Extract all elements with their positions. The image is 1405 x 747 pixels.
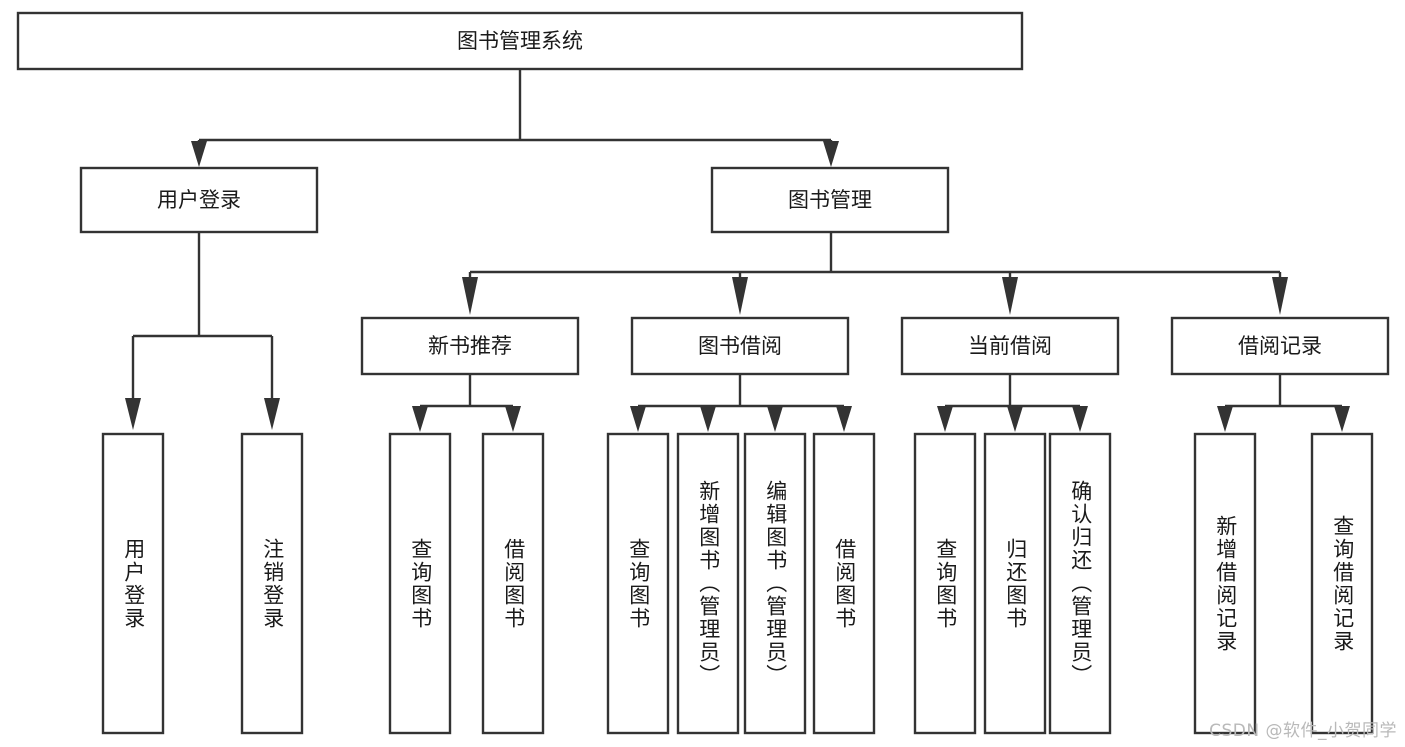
csdn-watermark: CSDN @软件_小贺同学 xyxy=(1209,721,1397,741)
node-borrow-record[interactable]: 借阅记录 xyxy=(1170,316,1390,376)
leaf-query-book-2-box[interactable] xyxy=(606,432,670,735)
node-borrow-record-box[interactable] xyxy=(1170,316,1390,376)
arrowhead-leaf-edit-book xyxy=(767,406,783,432)
leaf-boxes xyxy=(101,432,1374,735)
node-user-login[interactable]: 用户登录 xyxy=(79,166,319,234)
edge-group-borrow-record xyxy=(1217,374,1350,432)
node-new-book-recommend-label: 新书推荐 xyxy=(428,334,512,358)
edge-group-new-book-recommend xyxy=(412,374,521,432)
arrowhead-leaf-add-book xyxy=(700,406,716,432)
edge-group-user-login xyxy=(125,232,280,430)
edge-group-current-borrow xyxy=(937,374,1088,432)
node-new-book-recommend[interactable]: 新书推荐 xyxy=(360,316,580,376)
arrowhead-leaf-borrow-book-1 xyxy=(505,406,521,432)
arrowhead-leaf-borrow-book-2 xyxy=(836,406,852,432)
node-book-borrow-box[interactable] xyxy=(630,316,850,376)
edge-group-book-borrow xyxy=(630,374,852,432)
arrowhead-book-manage xyxy=(823,141,839,167)
arrowhead-leaf-logout xyxy=(264,398,280,430)
arrowhead-leaf-confirm-return xyxy=(1072,406,1088,432)
arrowhead-leaf-return-book xyxy=(1007,406,1023,432)
arrowhead-new-book-recommend xyxy=(462,277,478,315)
leaf-user-login-box[interactable] xyxy=(101,432,165,735)
edge-group-book-manage xyxy=(462,232,1288,315)
arrowhead-leaf-query-book-1 xyxy=(412,406,428,432)
node-root[interactable]: 图书管理系统 xyxy=(16,11,1024,71)
node-current-borrow-box[interactable] xyxy=(900,316,1120,376)
node-root-box[interactable] xyxy=(16,11,1024,71)
node-book-manage-label: 图书管理 xyxy=(788,188,872,212)
leaf-query-book-3-box[interactable] xyxy=(913,432,977,735)
arrowhead-user-login xyxy=(191,141,207,167)
node-borrow-record-label: 借阅记录 xyxy=(1238,334,1322,358)
leaf-borrow-book-2-box[interactable] xyxy=(812,432,876,735)
leaf-logout-box[interactable] xyxy=(240,432,304,735)
arrowhead-leaf-user-login xyxy=(125,398,141,430)
node-book-borrow[interactable]: 图书借阅 xyxy=(630,316,850,376)
arrowhead-leaf-query-record xyxy=(1334,406,1350,432)
node-current-borrow-label: 当前借阅 xyxy=(968,334,1052,358)
node-book-manage[interactable]: 图书管理 xyxy=(710,166,950,234)
arrowhead-leaf-add-record xyxy=(1217,406,1233,432)
leaf-query-record-box[interactable] xyxy=(1310,432,1374,735)
arrowhead-borrow-record xyxy=(1272,277,1288,315)
node-current-borrow[interactable]: 当前借阅 xyxy=(900,316,1120,376)
node-new-book-recommend-box[interactable] xyxy=(360,316,580,376)
leaf-add-record-box[interactable] xyxy=(1193,432,1257,735)
leaf-borrow-book-1-box[interactable] xyxy=(481,432,545,735)
arrowhead-book-borrow xyxy=(732,277,748,315)
edge-group-root xyxy=(191,69,839,167)
arrowhead-leaf-query-book-2 xyxy=(630,406,646,432)
node-user-login-box[interactable] xyxy=(79,166,319,234)
leaf-query-book-1-box[interactable] xyxy=(388,432,452,735)
leaf-confirm-return-box[interactable] xyxy=(1048,432,1112,735)
node-user-login-label: 用户登录 xyxy=(157,188,241,212)
arrowhead-current-borrow xyxy=(1002,277,1018,315)
arrowhead-leaf-query-book-3 xyxy=(937,406,953,432)
leaf-return-book-box[interactable] xyxy=(983,432,1047,735)
node-book-borrow-label: 图书借阅 xyxy=(698,334,782,358)
leaf-add-book-box[interactable] xyxy=(676,432,740,735)
leaf-edit-book-box[interactable] xyxy=(743,432,807,735)
node-root-label: 图书管理系统 xyxy=(457,29,583,53)
node-book-manage-box[interactable] xyxy=(710,166,950,234)
